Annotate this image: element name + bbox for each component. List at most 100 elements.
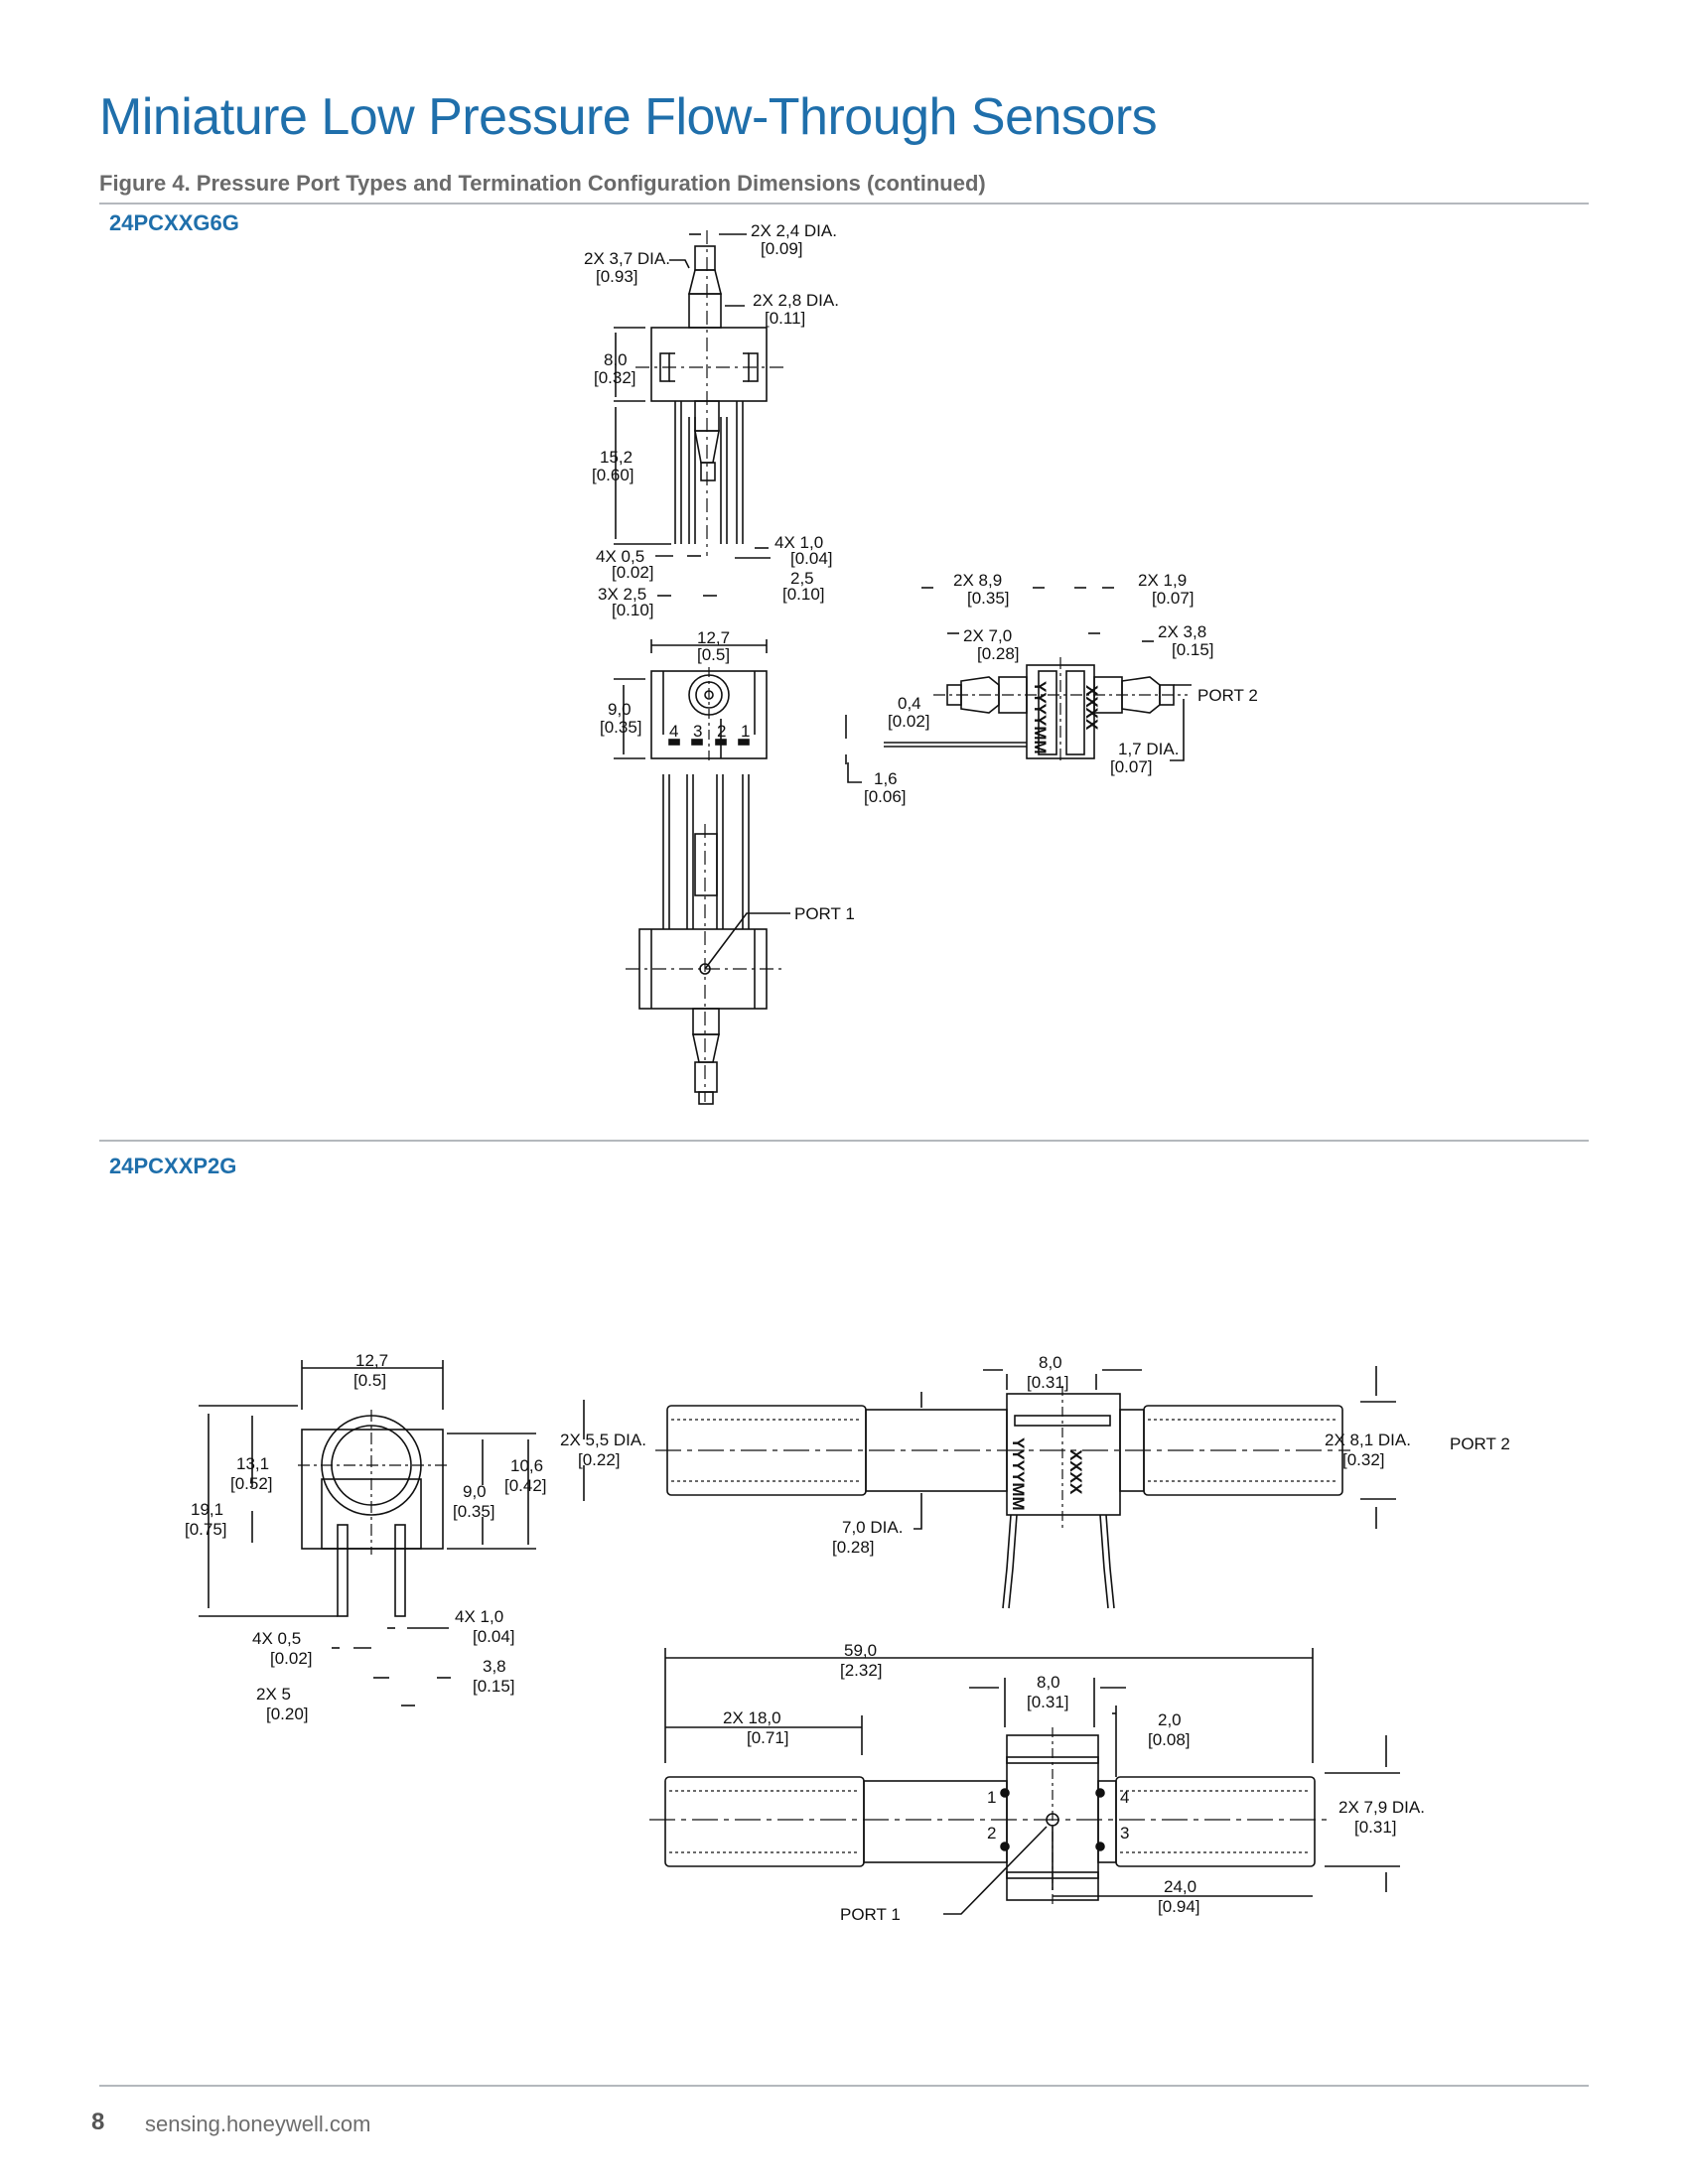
svg-text:[0.31]: [0.31] [1354, 1818, 1397, 1837]
svg-text:1,7 DIA.: 1,7 DIA. [1118, 740, 1179, 758]
svg-text:2X 8,9: 2X 8,9 [953, 571, 1002, 590]
svg-text:2X 5,5 DIA.: 2X 5,5 DIA. [560, 1431, 646, 1449]
svg-text:[0.31]: [0.31] [1027, 1373, 1069, 1392]
svg-text:[0.06]: [0.06] [864, 787, 907, 806]
svg-text:[2.32]: [2.32] [840, 1661, 883, 1680]
svg-text:[0.28]: [0.28] [977, 644, 1020, 663]
svg-text:XXXX: XXXX [1082, 685, 1101, 731]
svg-text:YYYYMM: YYYYMM [1031, 681, 1050, 754]
p2g-labels-bottom: 59,0 [2.32] 8,0 [0.31] 2X 18,0 [0.71] 2,… [723, 1641, 1425, 1924]
p2g-side-marking: YYYYMM XXXX [1009, 1437, 1085, 1511]
svg-text:[0.52]: [0.52] [230, 1474, 273, 1493]
svg-text:[0.75]: [0.75] [185, 1520, 227, 1539]
svg-text:4X 1,0: 4X 1,0 [774, 533, 823, 552]
svg-text:4X 0,5: 4X 0,5 [596, 547, 644, 566]
svg-text:2X 2,4 DIA.: 2X 2,4 DIA. [751, 221, 837, 240]
svg-text:[0.31]: [0.31] [1027, 1693, 1069, 1711]
page-number: 8 [91, 2109, 105, 2135]
g6g-port1-label: PORT 1 [794, 904, 855, 923]
svg-text:[0.02]: [0.02] [270, 1649, 313, 1668]
svg-text:3: 3 [1120, 1824, 1129, 1843]
g6g-bottom-view [626, 774, 790, 1105]
header-rule [99, 203, 1589, 205]
svg-text:8,0: 8,0 [1037, 1673, 1060, 1692]
svg-text:[0.32]: [0.32] [1342, 1450, 1385, 1469]
svg-text:[0.71]: [0.71] [747, 1728, 789, 1747]
svg-text:3X 2,5: 3X 2,5 [598, 585, 646, 604]
svg-text:[0.08]: [0.08] [1148, 1730, 1191, 1749]
svg-text:PORT 2: PORT 2 [1197, 686, 1258, 705]
svg-text:2: 2 [717, 722, 726, 741]
svg-text:2X 7,0: 2X 7,0 [963, 626, 1012, 645]
svg-text:[0.22]: [0.22] [578, 1450, 621, 1469]
svg-text:PORT 2: PORT 2 [1450, 1434, 1510, 1453]
svg-text:9,0: 9,0 [463, 1482, 487, 1501]
svg-text:8,0: 8,0 [604, 350, 628, 369]
g6g-end-view [614, 639, 768, 764]
figure-caption: Figure 4. Pressure Port Types and Termin… [99, 171, 986, 196]
svg-text:12,7: 12,7 [697, 628, 730, 647]
svg-text:[0.07]: [0.07] [1110, 757, 1153, 776]
svg-text:YYYYMM: YYYYMM [1009, 1437, 1028, 1511]
svg-text:0,4: 0,4 [898, 694, 921, 713]
svg-text:[0.15]: [0.15] [473, 1677, 515, 1696]
svg-text:2X 5: 2X 5 [256, 1685, 291, 1704]
svg-text:2X 8,1 DIA.: 2X 8,1 DIA. [1325, 1431, 1411, 1449]
svg-text:4X 0,5: 4X 0,5 [252, 1629, 301, 1648]
p2g-labels-side: 8,0 [0.31] 2X 5,5 DIA. [0.22] 2X 8,1 DIA… [560, 1353, 1510, 1557]
svg-text:15,2: 15,2 [600, 448, 633, 467]
svg-text:[0.32]: [0.32] [594, 368, 636, 387]
section-divider [99, 1140, 1589, 1142]
svg-text:13,1: 13,1 [236, 1454, 269, 1473]
svg-text:[0.35]: [0.35] [967, 589, 1010, 608]
svg-text:1: 1 [987, 1788, 996, 1807]
website-link[interactable]: sensing.honeywell.com [145, 2112, 371, 2136]
p2g-end-view [199, 1360, 536, 1706]
part-number-24pcxxp2g: 24PCXXP2G [109, 1154, 237, 1178]
svg-text:2: 2 [987, 1824, 996, 1843]
p2g-labels-end: 12,7 [0.5] 13,1 [0.52] 19,1 [0.75] 9,0 [… [185, 1351, 547, 1723]
svg-text:[0.04]: [0.04] [790, 549, 833, 568]
svg-text:4X 1,0: 4X 1,0 [455, 1607, 503, 1626]
svg-text:[0.94]: [0.94] [1158, 1897, 1200, 1916]
g6g-labels-side: 2X 8,9 [0.35] 2X 1,9 [0.07] 2X 7,0 [0.28… [864, 571, 1258, 806]
svg-text:3,8: 3,8 [483, 1657, 506, 1676]
svg-text:[0.93]: [0.93] [596, 267, 638, 286]
svg-text:[0.10]: [0.10] [612, 601, 654, 619]
svg-text:[0.42]: [0.42] [504, 1476, 547, 1495]
svg-text:59,0: 59,0 [844, 1641, 877, 1660]
footer-rule [99, 2085, 1589, 2087]
svg-text:[0.28]: [0.28] [832, 1538, 875, 1557]
g6g-side-view [845, 587, 1192, 783]
svg-text:[0.11]: [0.11] [765, 309, 805, 328]
svg-text:[0.35]: [0.35] [453, 1502, 495, 1521]
page-title: Miniature Low Pressure Flow-Through Sens… [99, 88, 1158, 146]
svg-text:[0.20]: [0.20] [266, 1705, 309, 1723]
svg-text:XXXX: XXXX [1066, 1449, 1085, 1495]
svg-text:2X 7,9 DIA.: 2X 7,9 DIA. [1338, 1798, 1425, 1817]
svg-text:2X 2,8 DIA.: 2X 2,8 DIA. [753, 291, 839, 310]
svg-text:2,5: 2,5 [790, 569, 814, 588]
svg-text:[0.07]: [0.07] [1152, 589, 1195, 608]
svg-text:[0.35]: [0.35] [600, 718, 642, 737]
g6g-labels-front: 2X 2,4 DIA. [0.09] 2X 3,7 DIA. [0.93] 2X… [584, 221, 839, 619]
svg-text:4: 4 [1120, 1788, 1129, 1807]
svg-text:[0.5]: [0.5] [353, 1371, 386, 1390]
svg-text:[0.02]: [0.02] [612, 563, 654, 582]
g6g-front-view [614, 230, 784, 597]
svg-text:24,0: 24,0 [1164, 1877, 1196, 1896]
svg-text:[0.5]: [0.5] [697, 645, 730, 664]
svg-text:7,0 DIA.: 7,0 DIA. [842, 1518, 903, 1537]
svg-text:19,1: 19,1 [191, 1500, 223, 1519]
g6g-labels-end: 12,7 [0.5] 9,0 [0.35] 4 3 2 1 [600, 628, 750, 741]
svg-text:[0.04]: [0.04] [473, 1627, 515, 1646]
svg-text:[0.60]: [0.60] [592, 466, 634, 484]
part-number-24pcxxg6g: 24PCXXG6G [109, 210, 239, 235]
svg-text:12,7: 12,7 [355, 1351, 388, 1370]
svg-text:2X 1,9: 2X 1,9 [1138, 571, 1187, 590]
svg-text:4: 4 [669, 722, 678, 741]
svg-text:[0.09]: [0.09] [761, 239, 803, 258]
svg-text:3: 3 [693, 722, 702, 741]
svg-text:[0.02]: [0.02] [888, 712, 930, 731]
